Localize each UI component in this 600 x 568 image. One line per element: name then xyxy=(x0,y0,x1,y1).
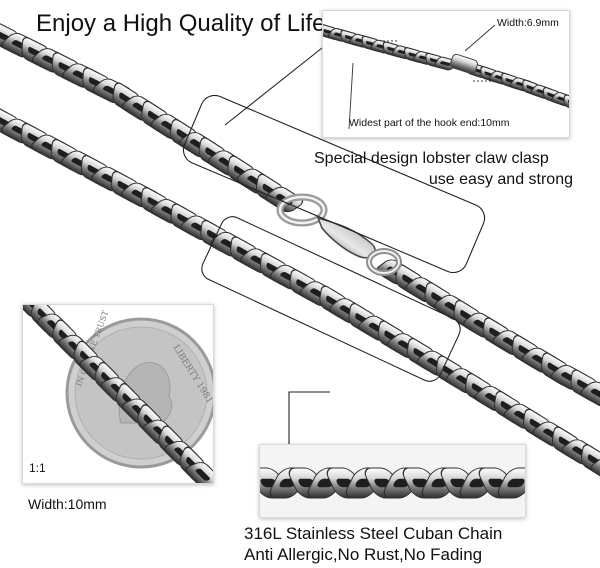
material-caption-line2: Anti Allergic,No Rust,No Fading xyxy=(244,545,483,564)
inset-chain-photo xyxy=(323,22,569,130)
chain-closeup-photo xyxy=(260,445,525,517)
clasp-leader-line xyxy=(224,47,323,126)
clasp-callout-box xyxy=(182,94,486,274)
chain-callout-box xyxy=(201,216,461,382)
chain-lower xyxy=(0,102,600,483)
clasp-caption-line2: use easy and strong xyxy=(428,171,573,188)
chain-upper xyxy=(0,17,600,407)
chain-link xyxy=(185,462,213,483)
chain-leader-line xyxy=(288,391,330,444)
chain-link xyxy=(563,94,569,112)
width-caption: Width:10mm xyxy=(28,496,107,512)
headline: Enjoy a High Quality of Life xyxy=(36,10,326,37)
chain-link xyxy=(580,381,600,407)
chain-width-label: Width:6.9mm xyxy=(497,17,559,29)
chain-link xyxy=(434,56,457,71)
chain-closeup-inset xyxy=(259,444,526,518)
chain-link xyxy=(590,457,600,483)
hook-width-label: Widest part of the hook end:10mm xyxy=(349,117,510,129)
scale-ratio-label: 1:1 xyxy=(29,461,46,475)
lobster-clasp xyxy=(276,193,402,276)
material-caption-line1: 316L Stainless Steel Cuban Chain xyxy=(244,524,503,543)
chain-link xyxy=(497,467,525,499)
coin-scale-inset: LIBERTY 1981 IN GOD WE TRUST 1:1 xyxy=(22,304,214,484)
dimension-inset: Width:6.9mm Widest part of the hook end:… xyxy=(322,10,570,138)
coin-comparison-photo: LIBERTY 1981 IN GOD WE TRUST xyxy=(23,305,213,483)
clasp-caption-line1: Special design lobster claw clasp xyxy=(314,150,549,167)
